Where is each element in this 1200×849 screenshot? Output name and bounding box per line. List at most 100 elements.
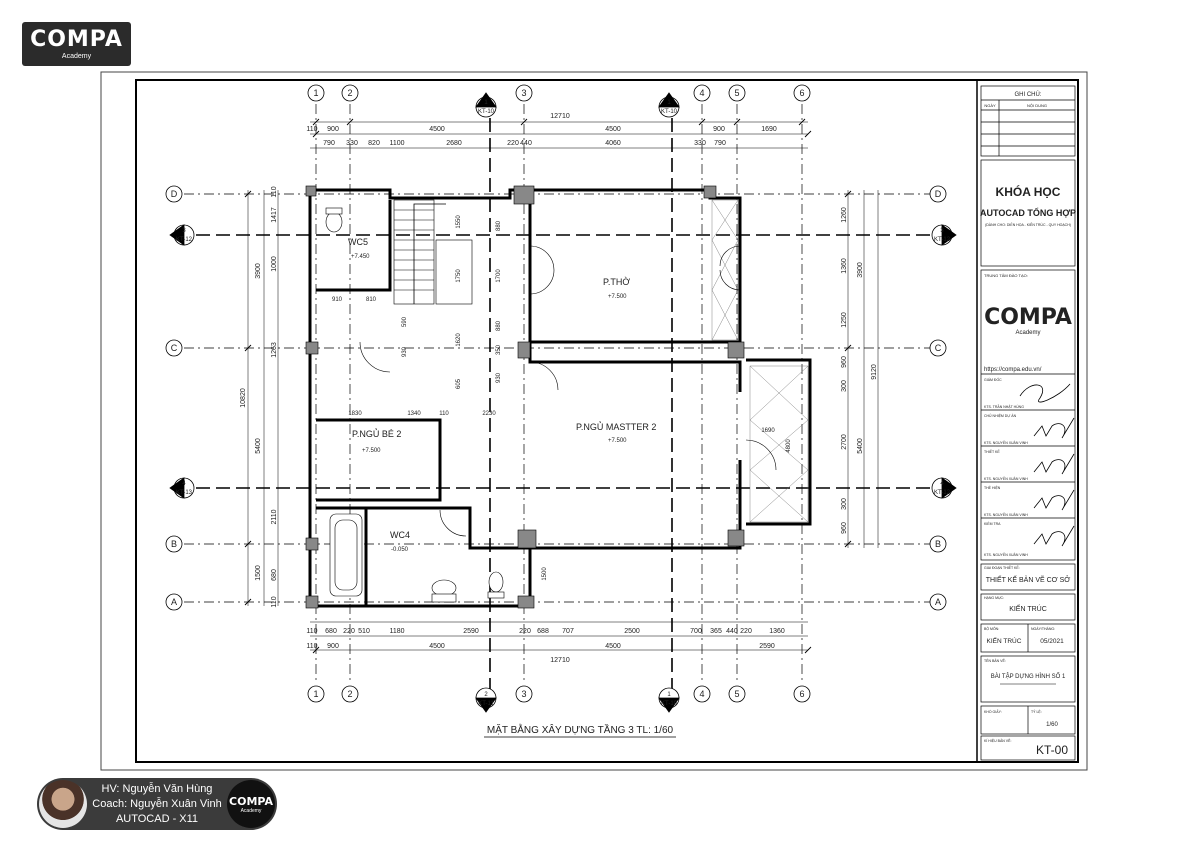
svg-text:5400: 5400: [857, 438, 864, 454]
fixtures: [325, 207, 505, 603]
svg-text:110: 110: [306, 643, 317, 650]
svg-text:9120: 9120: [871, 364, 878, 380]
svg-text:+7.500: +7.500: [362, 448, 381, 454]
svg-text:NỘI DUNG: NỘI DUNG: [1027, 103, 1047, 108]
dimension-lines: [247, 121, 879, 651]
svg-text:220: 220: [343, 628, 355, 635]
svg-text:HẠNG MỤC:: HẠNG MỤC:: [984, 596, 1004, 600]
category-value: KIẾN TRÚC: [1009, 603, 1047, 613]
svg-text:1417: 1417: [271, 207, 278, 223]
logo-sub: Academy: [61, 53, 92, 60]
svg-text:2110: 2110: [271, 509, 278, 524]
outer-border: [100, 71, 1088, 771]
svg-text:1690: 1690: [761, 428, 775, 434]
svg-text:Academy: Academy: [1015, 330, 1040, 336]
svg-text:1: 1: [313, 88, 318, 98]
svg-text:440: 440: [520, 140, 532, 147]
svg-text:1360: 1360: [769, 628, 785, 635]
svg-text:220: 220: [507, 140, 519, 147]
dim-top-total: 12710: [550, 113, 570, 120]
svg-text:910: 910: [332, 297, 343, 303]
student-badge: HV: Nguyễn Văn Hùng Coach: Nguyễn Xuân V…: [37, 778, 277, 830]
svg-text:1500: 1500: [255, 565, 262, 581]
svg-text:1: 1: [484, 100, 488, 106]
svg-text:TỶ LỆ:: TỶ LỆ:: [1031, 709, 1042, 714]
svg-text:3900: 3900: [255, 263, 262, 279]
avatar: [39, 780, 87, 828]
svg-text:4: 4: [699, 689, 704, 699]
svg-text:BỘ MÔN:: BỘ MÔN:: [984, 626, 999, 631]
svg-text:2500: 2500: [624, 628, 640, 635]
svg-text:2590: 2590: [759, 643, 775, 650]
course-sub: AUTOCAD TỔNG HỢP: [980, 207, 1076, 218]
svg-text:NGÀY/THÁNG:: NGÀY/THÁNG:: [1031, 627, 1055, 631]
svg-text:110: 110: [439, 411, 449, 417]
title-block-text: GHI CHÚ: NGÀY NỘI DUNG KHÓA HỌC AUTOCAD …: [980, 91, 1076, 757]
svg-text:THIẾT KẾ: THIẾT KẾ: [984, 449, 1000, 454]
svg-text:960: 960: [841, 522, 848, 534]
svg-text:2680: 2680: [446, 140, 462, 147]
inner-dimensions: 910 810 1830 1340 110 2230 1690 4800 880…: [332, 215, 792, 581]
svg-text:1750: 1750: [456, 269, 462, 283]
stage-value: THIẾT KẾ BẢN VẼ CƠ SỞ: [986, 574, 1071, 584]
svg-text:+7.450: +7.450: [351, 254, 370, 260]
svg-text:2700: 2700: [841, 434, 848, 450]
svg-text:3: 3: [521, 689, 526, 699]
svg-text:KIỂM TRA: KIỂM TRA: [984, 521, 1001, 526]
svg-text:3: 3: [940, 228, 944, 234]
svg-text:220: 220: [740, 628, 752, 635]
section-markers: [169, 92, 957, 713]
svg-text:1263: 1263: [271, 342, 278, 358]
svg-text:5: 5: [734, 88, 739, 98]
svg-text:-0.050: -0.050: [391, 547, 409, 553]
staircase: [393, 199, 473, 305]
svg-text:1260: 1260: [841, 207, 848, 223]
svg-text:2: 2: [347, 689, 352, 699]
room-name-be2: P.NGỦ BÉ 2: [352, 428, 401, 439]
svg-text:590: 590: [402, 316, 408, 327]
svg-text:4500: 4500: [429, 643, 445, 650]
svg-text:1: 1: [667, 100, 671, 106]
title-block-brand: COMPA: [984, 305, 1072, 330]
svg-text:110: 110: [271, 596, 278, 607]
svg-text:510: 510: [358, 628, 370, 635]
svg-text:300: 300: [841, 380, 848, 392]
signatures: [1019, 383, 1075, 547]
inner-border: [135, 79, 1079, 763]
svg-text:810: 810: [366, 297, 377, 303]
svg-text:4500: 4500: [605, 126, 621, 133]
svg-text:TRUNG TÂM ĐÀO TẠO:: TRUNG TÂM ĐÀO TẠO:: [984, 273, 1028, 278]
svg-text:300: 300: [841, 498, 848, 510]
axis-bubbles-bottom: [307, 685, 811, 703]
svg-text:365: 365: [710, 628, 722, 635]
svg-text:KTS. NGUYỄN XUÂN VINH: KTS. NGUYỄN XUÂN VINH: [984, 476, 1028, 481]
svg-text:700: 700: [690, 628, 702, 635]
svg-text:930: 930: [496, 372, 502, 383]
svg-text:4: 4: [699, 88, 704, 98]
room-name-phtho: P.THỜ: [603, 277, 630, 287]
svg-text:330: 330: [694, 140, 706, 147]
svg-text:KÍ HIỆU BẢN VẼ:: KÍ HIỆU BẢN VẼ:: [984, 738, 1011, 743]
svg-text:KT-10: KT-10: [661, 701, 678, 707]
svg-text:C: C: [171, 343, 178, 353]
room-name-wc4: WC4: [390, 530, 410, 540]
svg-text:1500: 1500: [542, 567, 548, 581]
svg-text:+7.500: +7.500: [608, 294, 627, 300]
svg-text:10820: 10820: [240, 388, 247, 408]
section-marker-labels: 1KT-10 1KT-10 2KT-11 1KT-10 3KT-12 3KT-1…: [176, 100, 951, 707]
svg-text:KTS. NGUYỄN XUÂN VINH: KTS. NGUYỄN XUÂN VINH: [984, 440, 1028, 445]
svg-text:1620: 1620: [456, 333, 462, 347]
coach-name: Coach: Nguyễn Xuân Vinh: [92, 798, 222, 810]
compa-logo: COMPA Academy: [22, 22, 131, 66]
svg-text:B: B: [935, 539, 941, 549]
svg-text:820: 820: [368, 140, 380, 147]
svg-text:GIÁM ĐỐC: GIÁM ĐỐC: [984, 377, 1002, 382]
svg-text:220: 220: [519, 628, 531, 635]
svg-text:4: 4: [182, 481, 186, 487]
svg-text:+7.500: +7.500: [608, 438, 627, 444]
title-block: [980, 85, 1076, 761]
svg-text:2590: 2590: [463, 628, 479, 635]
scale-value: 1/60: [1046, 722, 1058, 728]
